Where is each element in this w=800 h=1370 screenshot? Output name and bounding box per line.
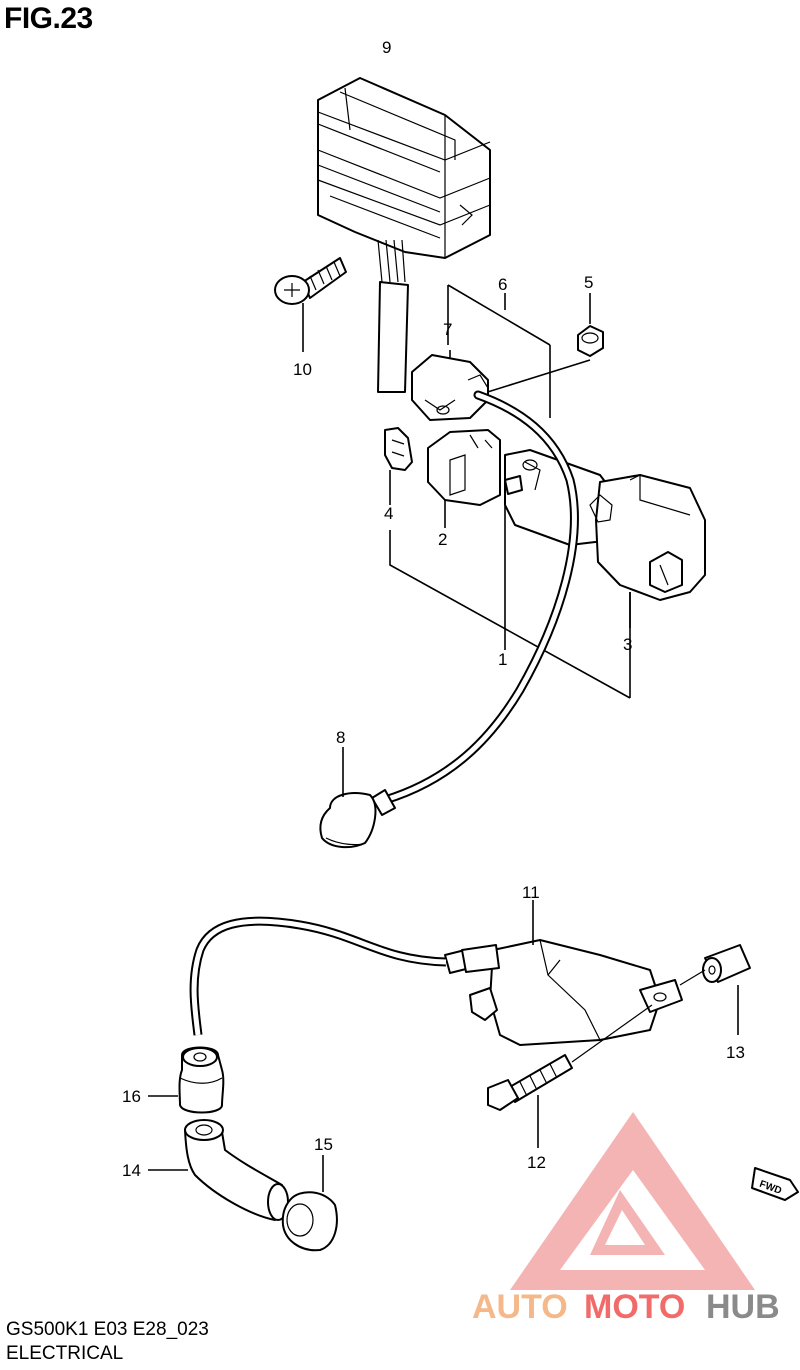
connector-7 <box>411 354 489 421</box>
plug-cap-16 <box>148 1046 225 1114</box>
cable-8 <box>319 390 579 849</box>
coupler-2 <box>427 429 501 506</box>
callout-5: 5 <box>584 273 593 292</box>
callout-12: 12 <box>527 1153 546 1172</box>
bolt-12 <box>487 1004 653 1148</box>
regulator-rectifier <box>317 77 491 259</box>
bolt-10 <box>274 257 347 352</box>
ignition-coil-11 <box>469 900 683 1046</box>
callout-15: 15 <box>314 1135 333 1154</box>
section-name: ELECTRICAL <box>6 1343 124 1364</box>
regulator-wires <box>377 239 409 393</box>
watermark-logo <box>510 1112 755 1290</box>
callout-4: 4 <box>384 504 393 523</box>
bracket-lines <box>389 284 631 699</box>
footer: GS500K1 E03 E28_023 ELECTRICAL <box>6 1318 209 1366</box>
clip-4 <box>384 427 413 471</box>
callout-2: 2 <box>438 530 447 549</box>
elbow-cap-14 <box>148 1119 289 1221</box>
high-tension-lead <box>189 916 500 1036</box>
watermark-text: AUTO MOTO HUB <box>472 1288 780 1326</box>
watermark-auto: AUTO <box>472 1288 568 1326</box>
nut-5 <box>577 293 604 357</box>
figure-title: FIG.23 <box>4 2 93 35</box>
callout-8: 8 <box>336 728 345 747</box>
callout-14: 14 <box>122 1161 141 1180</box>
callout-7: 7 <box>443 320 452 339</box>
model-line: GS500K1 E03 E28_023 <box>6 1319 209 1340</box>
fwd-arrow-icon: FWD <box>751 1167 799 1201</box>
callout-16: 16 <box>122 1087 141 1106</box>
callout-3: 3 <box>623 635 632 654</box>
cover-15 <box>281 1155 338 1252</box>
callout-9: 9 <box>382 38 391 57</box>
collar-13 <box>679 944 751 1035</box>
watermark-moto: MOTO <box>584 1288 685 1326</box>
callout-10: 10 <box>293 360 312 379</box>
callout-labels: 9 6 5 7 10 4 2 3 1 8 11 13 16 15 12 14 <box>122 38 745 1180</box>
callout-13: 13 <box>726 1043 745 1062</box>
watermark-hub: HUB <box>706 1288 780 1326</box>
callout-6: 6 <box>498 275 507 294</box>
callout-11: 11 <box>522 883 540 902</box>
ignition-switch-3 <box>504 449 706 601</box>
callout-1: 1 <box>498 650 507 669</box>
